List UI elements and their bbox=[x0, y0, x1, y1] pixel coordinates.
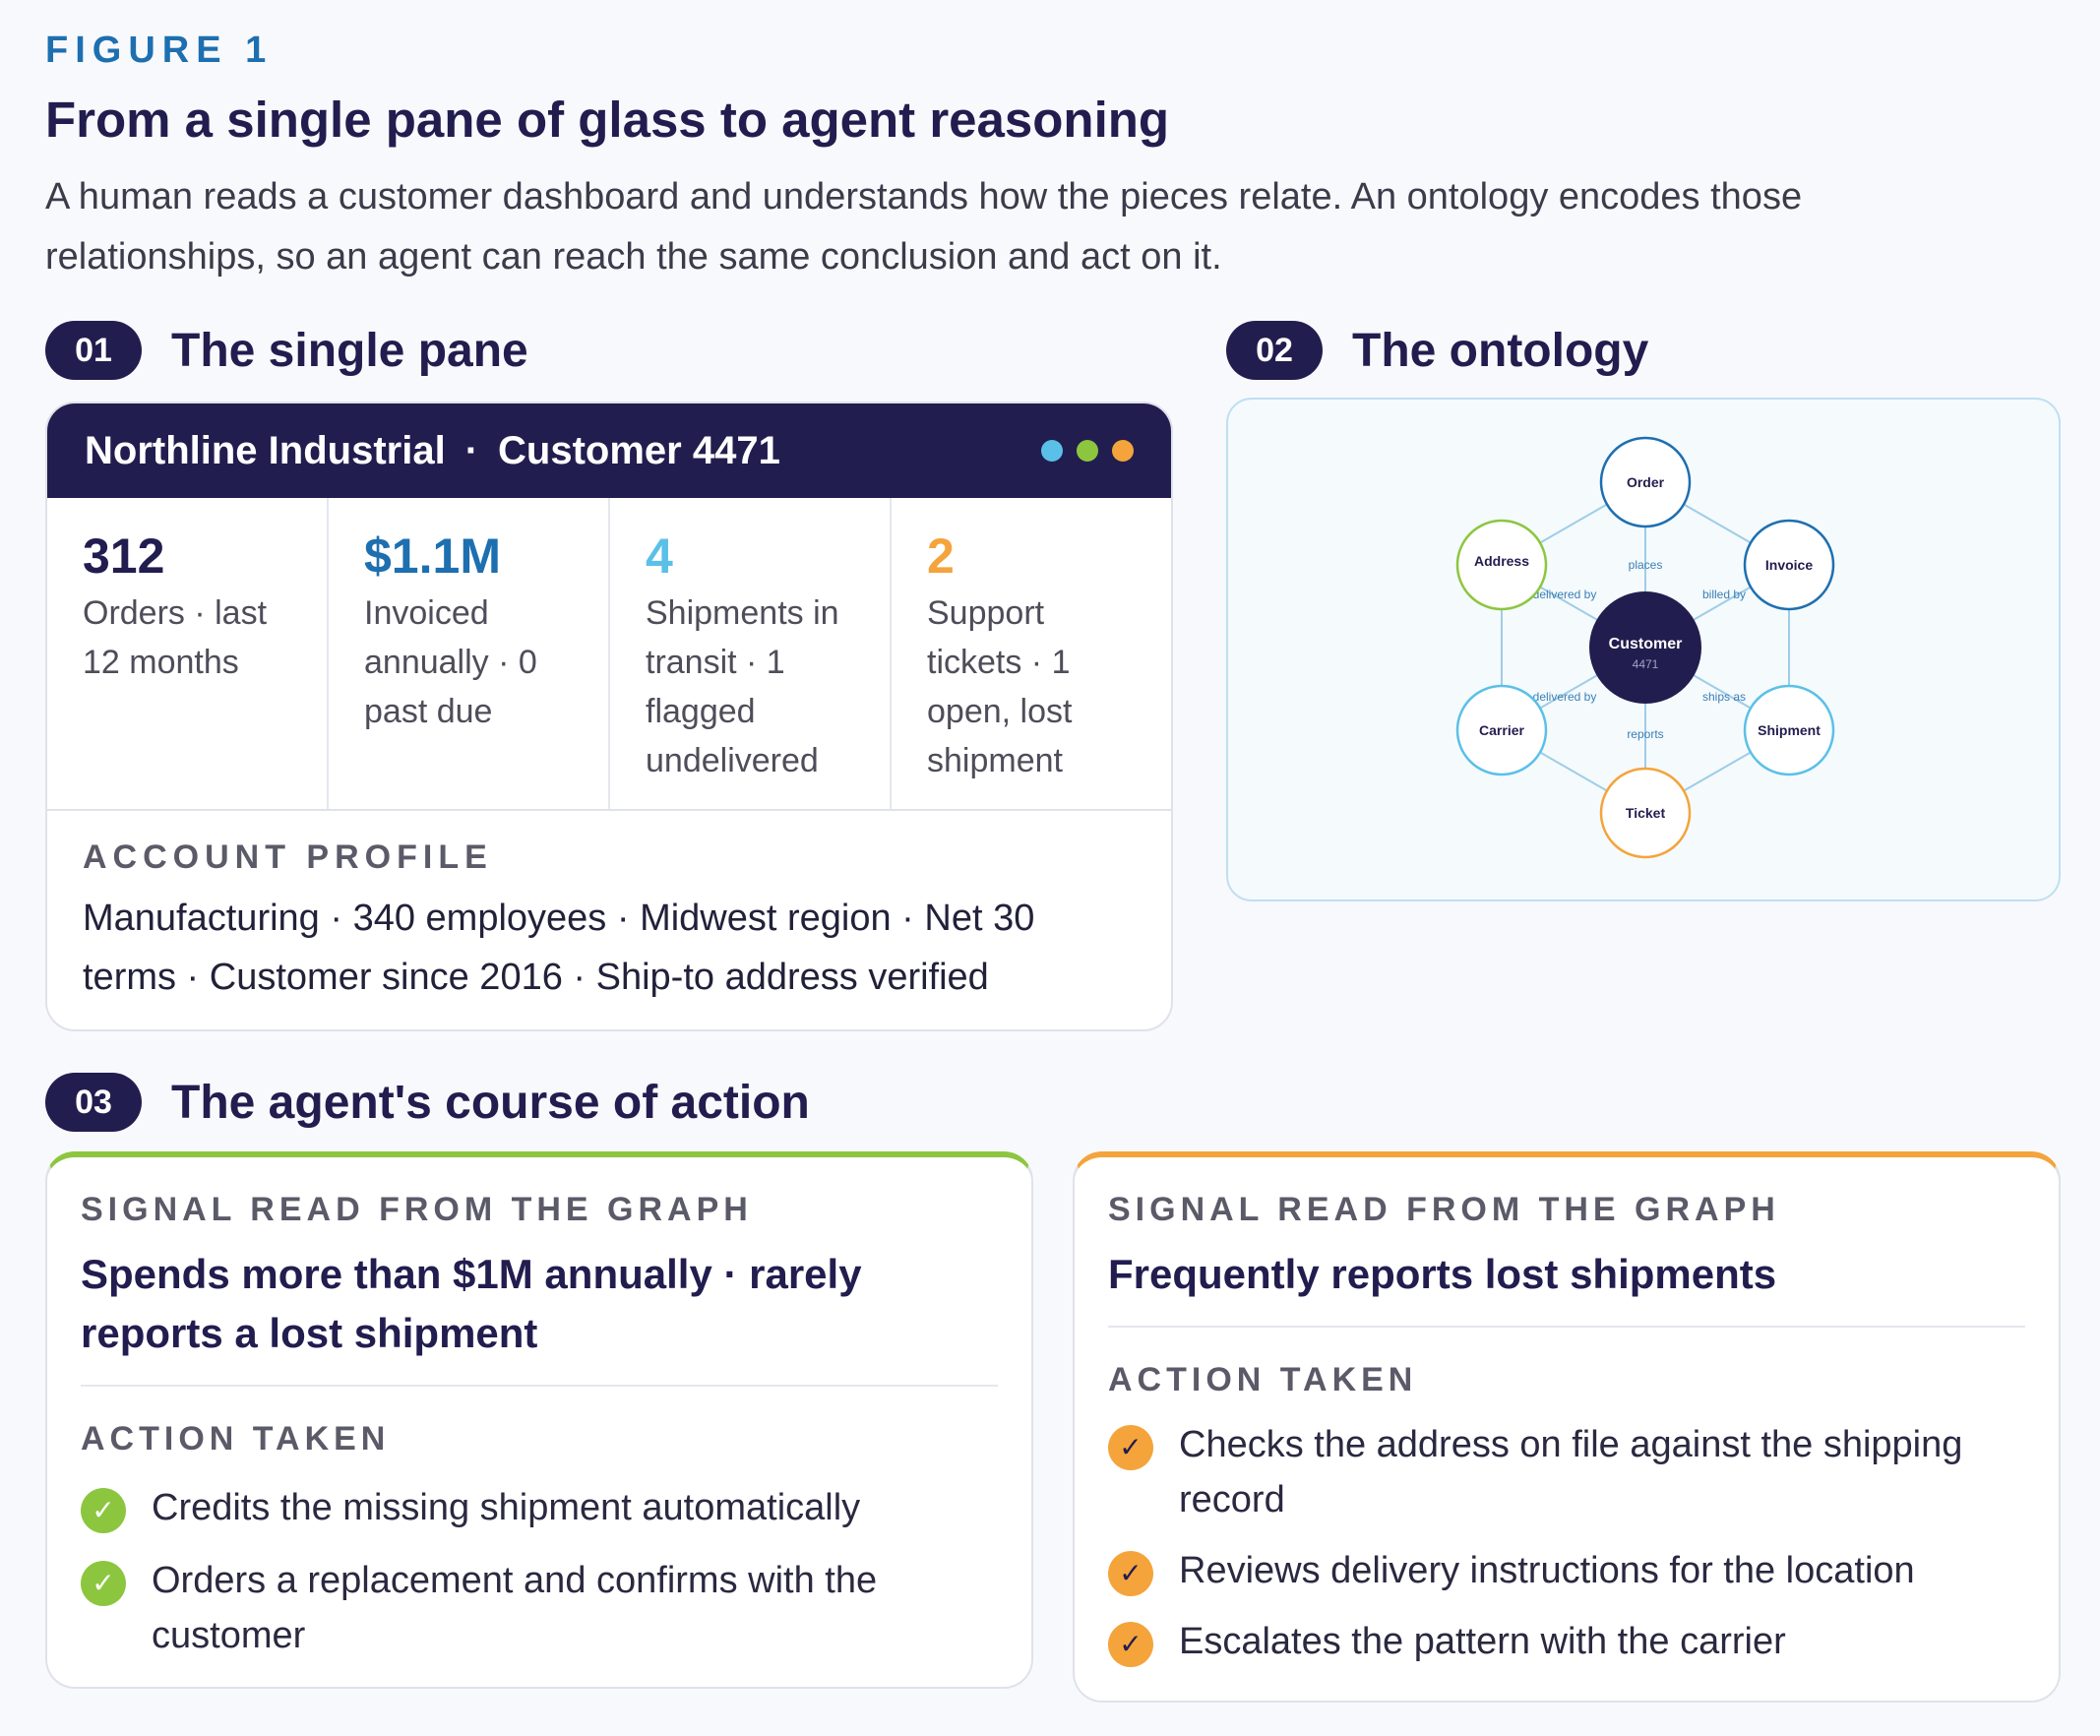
action-label: ACTION TAKEN bbox=[81, 1420, 391, 1457]
account-profile-label: ACCOUNT PROFILE bbox=[83, 838, 493, 876]
action-item-text: Checks the address on file against the s… bbox=[1179, 1424, 1963, 1520]
action-item: ✓ Escalates the pattern with the carrier bbox=[1108, 1614, 2025, 1669]
figure-label: FIGURE 1 bbox=[45, 30, 274, 71]
node-shipment bbox=[1743, 684, 1835, 776]
window-dots bbox=[1041, 440, 1134, 462]
node-carrier bbox=[1455, 684, 1548, 776]
stat-orders: 312 Orders · last 12 months bbox=[47, 498, 329, 809]
signal-text: Spends more than $1M annually · rarely r… bbox=[81, 1251, 862, 1356]
dashboard-header: Northline Industrial · Customer 4471 bbox=[47, 403, 1171, 498]
company-name: Northline Industrial bbox=[85, 428, 446, 472]
stat-tickets: 2 Support tickets · 1 open, lost shipmen… bbox=[892, 498, 1171, 809]
action-item: ✓ Credits the missing shipment automatic… bbox=[81, 1480, 998, 1535]
stat-description: Invoiced annually · 0 past due bbox=[364, 594, 537, 730]
stat-invoiced: $1.1M Invoiced annually · 0 past due bbox=[329, 498, 610, 809]
edge-label: reports bbox=[1627, 727, 1663, 741]
edge-label: places bbox=[1629, 558, 1663, 572]
stat-shipments: 4 Shipments in transit · 1 flagged undel… bbox=[610, 498, 892, 809]
card-divider bbox=[81, 1385, 998, 1387]
dashboard-stats: 312 Orders · last 12 months $1.1M Invoic… bbox=[47, 498, 1171, 811]
signal-label: SIGNAL READ FROM THE GRAPH bbox=[1108, 1191, 1780, 1228]
node-address-label: Address bbox=[1474, 553, 1529, 569]
account-profile-text: Manufacturing · 340 employees · Midwest … bbox=[83, 898, 1035, 998]
header-separator: · bbox=[464, 428, 479, 472]
stat-description: Shipments in transit · 1 flagged undeliv… bbox=[646, 594, 839, 779]
edge-label: ships as bbox=[1702, 690, 1746, 704]
node-ticket bbox=[1599, 767, 1692, 859]
stat-description: Support tickets · 1 open, lost shipment bbox=[927, 594, 1073, 779]
check-icon: ✓ bbox=[81, 1561, 126, 1606]
section-number-badge: 02 bbox=[1226, 321, 1323, 380]
section-title: The ontology bbox=[1352, 324, 1649, 377]
section-01-header: 01 The single pane bbox=[45, 321, 528, 380]
action-card-high-value: SIGNAL READ FROM THE GRAPH Spends more t… bbox=[45, 1151, 1033, 1689]
section-title: The single pane bbox=[171, 324, 528, 377]
section-number-badge: 01 bbox=[45, 321, 142, 380]
section-number-badge: 03 bbox=[45, 1073, 142, 1132]
figure-subtitle: A human reads a customer dashboard and u… bbox=[45, 176, 1803, 278]
stat-value: 4 bbox=[646, 528, 673, 584]
action-item-text: Orders a replacement and confirms with t… bbox=[152, 1560, 878, 1656]
section-03-header: 03 The agent's course of action bbox=[45, 1073, 810, 1132]
node-shipment-label: Shipment bbox=[1758, 722, 1821, 738]
action-item-text: Credits the missing shipment automatical… bbox=[152, 1487, 861, 1528]
node-invoice bbox=[1743, 519, 1835, 611]
card-divider bbox=[1108, 1326, 2025, 1328]
check-icon: ✓ bbox=[1108, 1551, 1153, 1596]
ontology-nodes: Order Invoice Shipment Ticket Carrier Ad… bbox=[1455, 436, 1835, 859]
action-item-text: Escalates the pattern with the carrier bbox=[1179, 1621, 1786, 1662]
section-02-header: 02 The ontology bbox=[1226, 321, 1648, 380]
signal-text: Frequently reports lost shipments bbox=[1108, 1251, 1777, 1297]
action-item: ✓ Reviews delivery instructions for the … bbox=[1108, 1543, 2025, 1598]
node-carrier-label: Carrier bbox=[1479, 722, 1524, 738]
account-profile: ACCOUNT PROFILE Manufacturing · 340 empl… bbox=[47, 811, 1171, 1007]
node-order-label: Order bbox=[1627, 474, 1665, 490]
status-dot-blue bbox=[1041, 440, 1063, 462]
ontology-graph: places billed by ships as reports delive… bbox=[1455, 436, 1835, 859]
node-customer-label: Customer bbox=[1609, 636, 1683, 652]
customer-dashboard-card: Northline Industrial · Customer 4471 312… bbox=[45, 402, 1173, 1031]
check-icon: ✓ bbox=[1108, 1425, 1153, 1470]
stat-description: Orders · last 12 months bbox=[83, 594, 268, 681]
node-customer bbox=[1589, 591, 1701, 704]
edge-labels: places billed by ships as reports delive… bbox=[1533, 558, 1746, 741]
node-order bbox=[1599, 436, 1692, 528]
edge-label: delivered by bbox=[1533, 690, 1597, 704]
action-item: ✓ Checks the address on file against the… bbox=[1108, 1417, 1994, 1527]
node-address bbox=[1455, 519, 1548, 611]
node-customer-sub: 4471 bbox=[1633, 657, 1659, 671]
edge-label: delivered by bbox=[1533, 588, 1597, 601]
check-icon: ✓ bbox=[1108, 1622, 1153, 1667]
signal-label: SIGNAL READ FROM THE GRAPH bbox=[81, 1191, 753, 1228]
node-ticket-label: Ticket bbox=[1626, 805, 1666, 821]
status-dot-green bbox=[1077, 440, 1098, 462]
ontology-card: places billed by ships as reports delive… bbox=[1226, 398, 2061, 901]
stat-value: $1.1M bbox=[364, 528, 501, 584]
action-item: ✓ Orders a replacement and confirms with… bbox=[81, 1553, 947, 1663]
section-title: The agent's course of action bbox=[171, 1076, 810, 1129]
stat-value: 312 bbox=[83, 528, 165, 584]
node-invoice-label: Invoice bbox=[1765, 557, 1813, 573]
stat-value: 2 bbox=[927, 528, 955, 584]
action-card-frequent-loss: SIGNAL READ FROM THE GRAPH Frequently re… bbox=[1073, 1151, 2061, 1703]
action-label: ACTION TAKEN bbox=[1108, 1361, 1418, 1398]
action-item-text: Reviews delivery instructions for the lo… bbox=[1179, 1550, 1915, 1591]
figure-title: From a single pane of glass to agent rea… bbox=[45, 92, 1170, 148]
customer-id: Customer 4471 bbox=[498, 428, 780, 472]
edge-label: billed by bbox=[1702, 588, 1746, 601]
check-icon: ✓ bbox=[81, 1488, 126, 1533]
status-dot-orange bbox=[1112, 440, 1134, 462]
